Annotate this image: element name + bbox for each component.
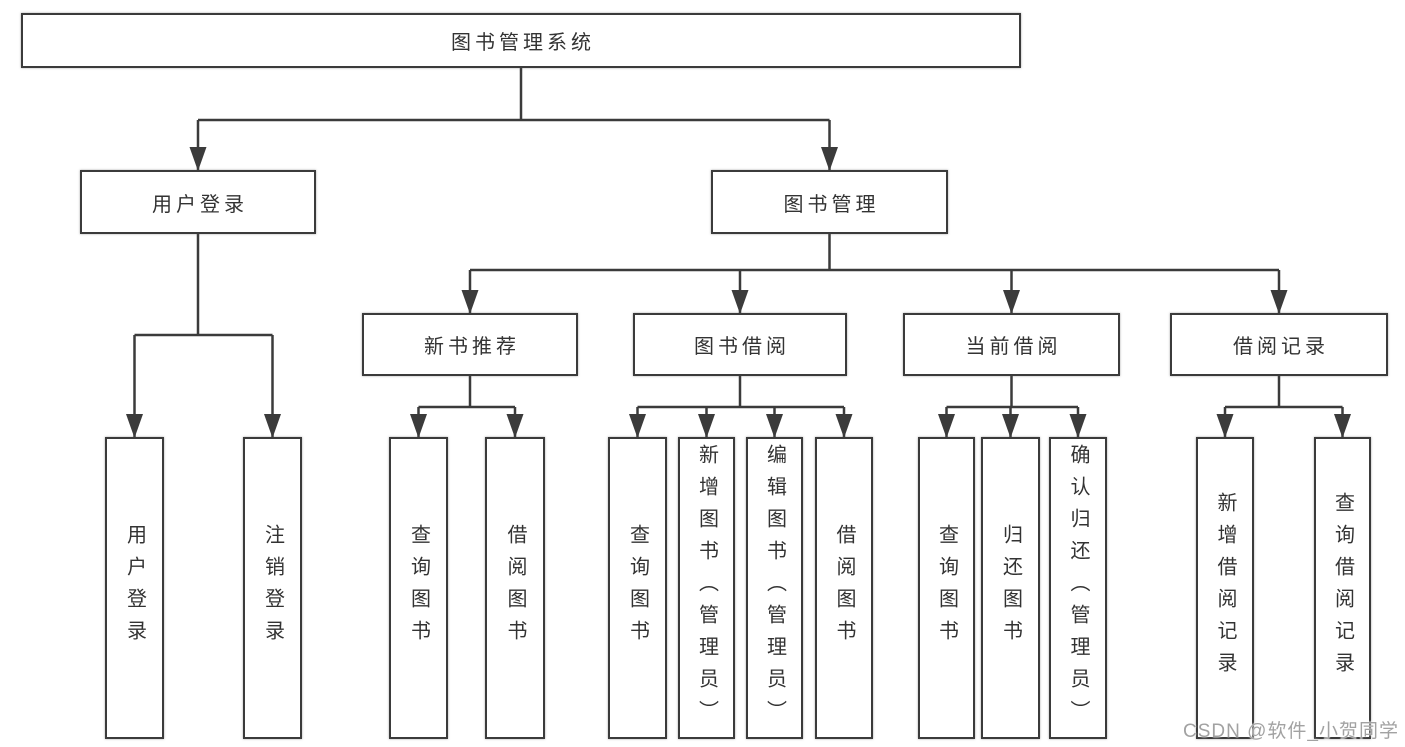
node-current-borrowing: 当前借阅 xyxy=(903,313,1120,376)
node-label: 新增图书（管理员） xyxy=(695,444,718,732)
node-leaf-edit-books: 编辑图书（管理员） xyxy=(746,437,803,739)
node-root: 图书管理系统 xyxy=(21,13,1021,68)
node-label: 当前借阅 xyxy=(965,336,1062,358)
node-leaf-query-borrow-record: 查询借阅记录 xyxy=(1314,437,1371,739)
node-label: 查询图书 xyxy=(935,524,958,652)
node-label: 图书借阅 xyxy=(694,336,790,358)
node-leaf-user-login: 用户登录 xyxy=(105,437,164,739)
node-label: 用户登录 xyxy=(152,193,248,216)
node-new-book-recommend: 新书推荐 xyxy=(362,313,578,376)
node-leaf-borrow-books-2: 借阅图书 xyxy=(815,437,873,739)
node-label: 借阅图书 xyxy=(504,524,526,652)
node-borrowing-records: 借阅记录 xyxy=(1170,313,1388,376)
node-leaf-borrow-books-1: 借阅图书 xyxy=(485,437,545,739)
node-label: 编辑图书（管理员） xyxy=(763,444,786,732)
node-label: 查询图书 xyxy=(626,524,649,652)
node-leaf-query-books-1: 查询图书 xyxy=(389,437,448,739)
node-leaf-add-borrow-record: 新增借阅记录 xyxy=(1196,437,1254,739)
node-leaf-logout: 注销登录 xyxy=(243,437,302,739)
node-label: 归还图书 xyxy=(999,524,1022,652)
node-label: 查询借阅记录 xyxy=(1331,492,1354,684)
node-label: 用户登录 xyxy=(123,524,146,652)
node-label: 新增借阅记录 xyxy=(1214,492,1236,684)
node-leaf-return-books: 归还图书 xyxy=(981,437,1040,739)
node-leaf-confirm-return: 确认归还（管理员） xyxy=(1049,437,1107,739)
node-label: 确认归还（管理员） xyxy=(1067,444,1089,732)
node-label: 借阅图书 xyxy=(833,524,855,652)
node-label: 借阅记录 xyxy=(1233,336,1329,358)
node-user-login: 用户登录 xyxy=(80,170,316,234)
node-label: 注销登录 xyxy=(261,524,284,652)
node-label: 图书管理 xyxy=(783,193,880,216)
node-label: 查询图书 xyxy=(407,524,430,652)
node-book-management: 图书管理 xyxy=(711,170,948,234)
node-leaf-add-books: 新增图书（管理员） xyxy=(678,437,735,739)
watermark: CSDN @软件_小贺同学 xyxy=(1183,721,1399,742)
node-leaf-query-books-3: 查询图书 xyxy=(918,437,975,739)
node-label: 图书管理系统 xyxy=(451,32,595,54)
node-label: 新书推荐 xyxy=(424,336,520,358)
node-leaf-query-books-2: 查询图书 xyxy=(608,437,667,739)
node-book-borrowing: 图书借阅 xyxy=(633,313,847,376)
